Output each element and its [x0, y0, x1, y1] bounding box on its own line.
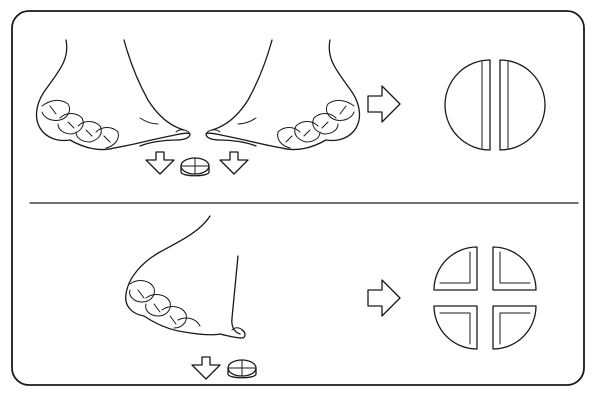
right-arrow-icon [367, 279, 401, 317]
outer-frame [11, 10, 585, 386]
tablet-halves [444, 59, 546, 151]
down-arrow-icon [145, 151, 175, 175]
single-hand [125, 215, 246, 339]
tablet-icon [227, 359, 257, 379]
left-hand [35, 39, 191, 151]
tablet-icon [180, 157, 210, 177]
down-arrow-icon [191, 356, 221, 380]
top-panel [35, 39, 546, 177]
tablet-quarters [433, 246, 537, 350]
bottom-panel [125, 215, 537, 380]
right-arrow-icon [367, 85, 401, 123]
right-hand [205, 39, 361, 151]
down-arrow-icon [219, 151, 249, 175]
